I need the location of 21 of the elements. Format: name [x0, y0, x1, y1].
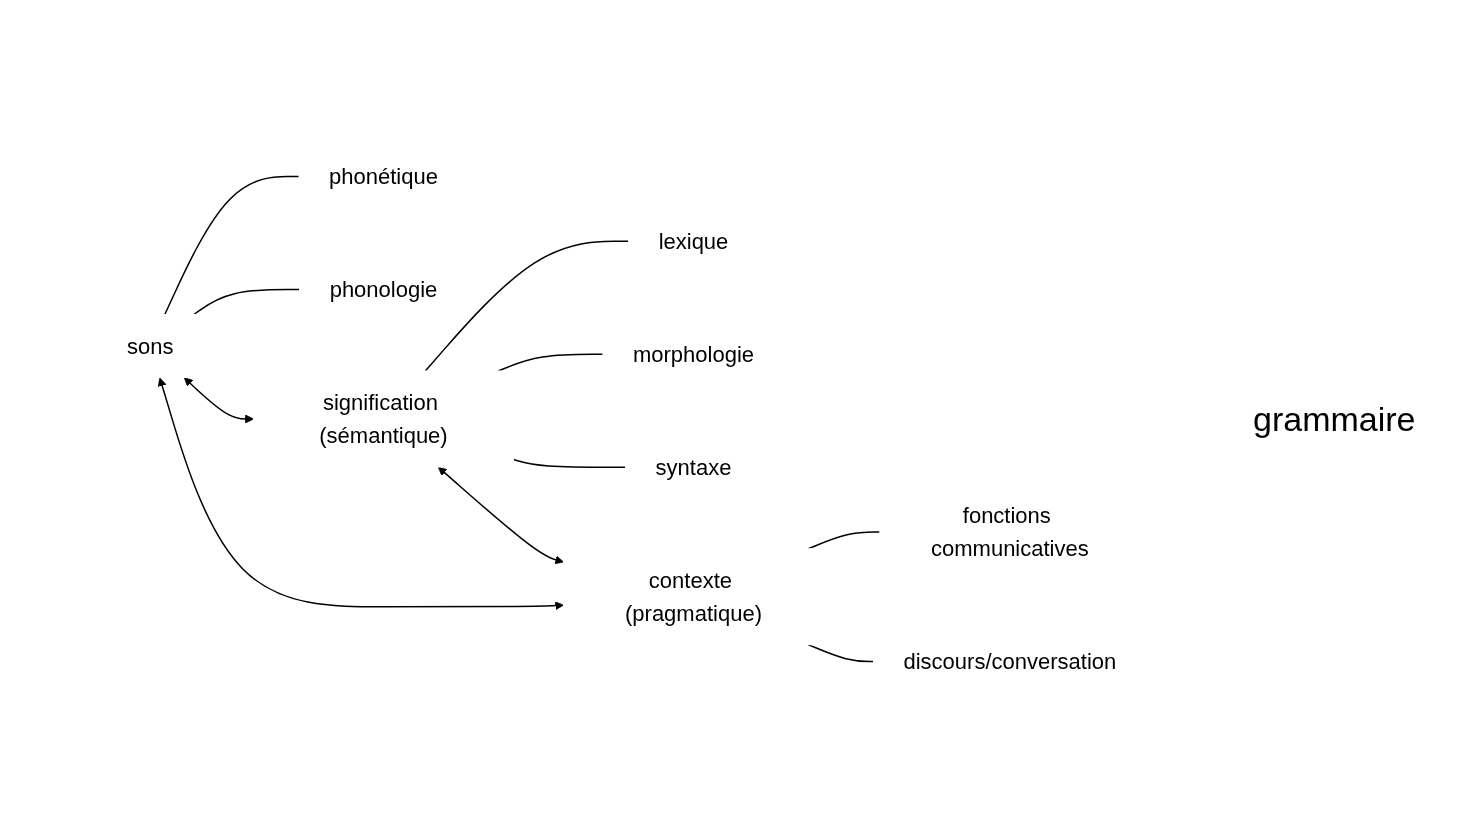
node-text: lexique [658, 228, 729, 254]
arrow [437, 466, 564, 565]
node-text: syntaxe [655, 454, 732, 480]
connector [512, 458, 627, 468]
node-text: signification (sémantique) [319, 390, 448, 448]
node-text: morphologie [632, 341, 754, 367]
group-label: grammaire [1253, 399, 1417, 439]
connector [424, 240, 630, 372]
node-text: sons [126, 333, 174, 359]
connector [807, 644, 875, 663]
connector [192, 288, 301, 316]
node-text: phonétique [328, 164, 438, 189]
node-text: phonologie [329, 277, 438, 302]
arrow [157, 377, 564, 611]
node-text: contexte (pragmatique) [624, 567, 762, 626]
node-text: fonctions communicatives [930, 503, 1089, 561]
connector [497, 353, 604, 372]
node-text: discours/conversation [903, 649, 1117, 674]
arrow [183, 377, 254, 424]
connector [163, 175, 300, 316]
connector [807, 531, 881, 550]
